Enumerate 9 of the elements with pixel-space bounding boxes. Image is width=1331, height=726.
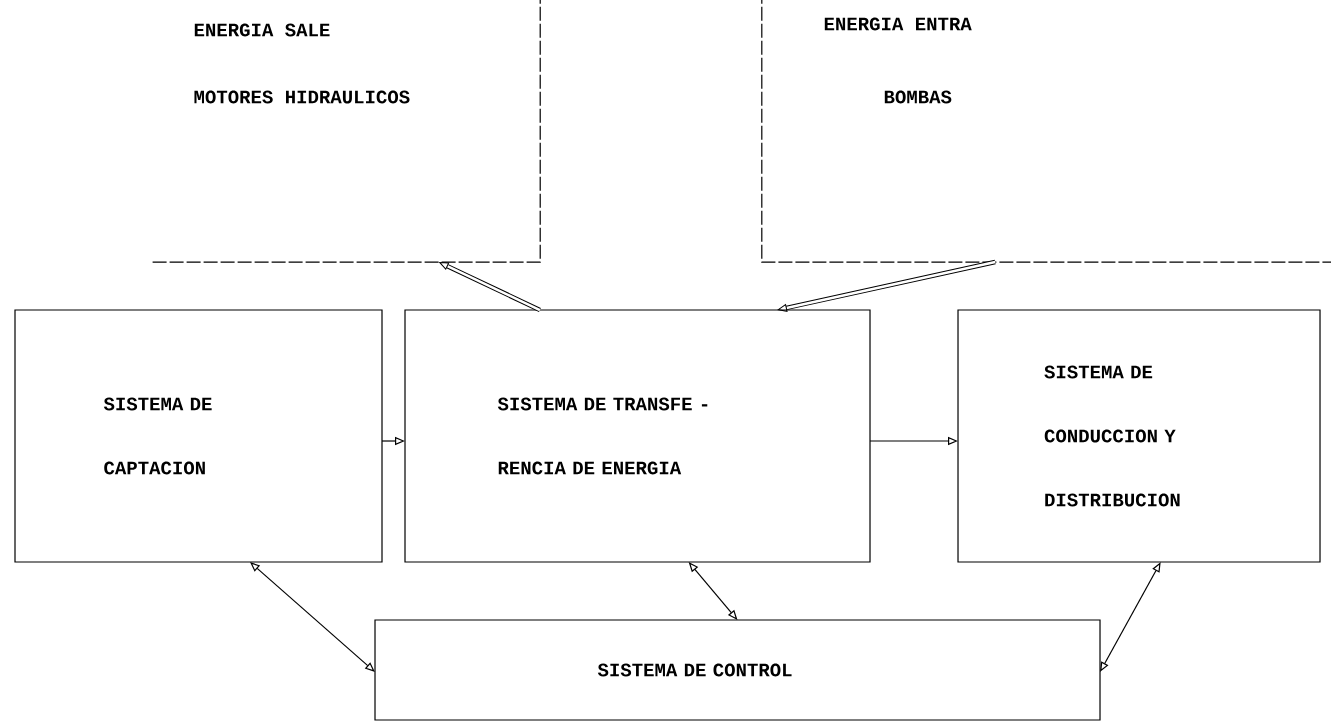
arrow bbox=[777, 259, 996, 312]
process-box: SISTEMA DE CAPTACION bbox=[14, 309, 383, 563]
process-box: SISTEMA DE TRANSFE - RENCIA DE ENERGIA bbox=[404, 309, 871, 563]
process-box: SISTEMA DE CONDUCCION Y DISTRIBUCION bbox=[957, 309, 1321, 563]
process-box: SISTEMA DE CONTROL bbox=[374, 619, 1101, 721]
arrow bbox=[439, 262, 541, 313]
arrow bbox=[1100, 562, 1161, 672]
process-box: ENERGIA SALE MOTORES HIDRAULICOS bbox=[149, 0, 541, 263]
process-box: ENERGIA ENTRA BOMBAS bbox=[761, 0, 1331, 263]
